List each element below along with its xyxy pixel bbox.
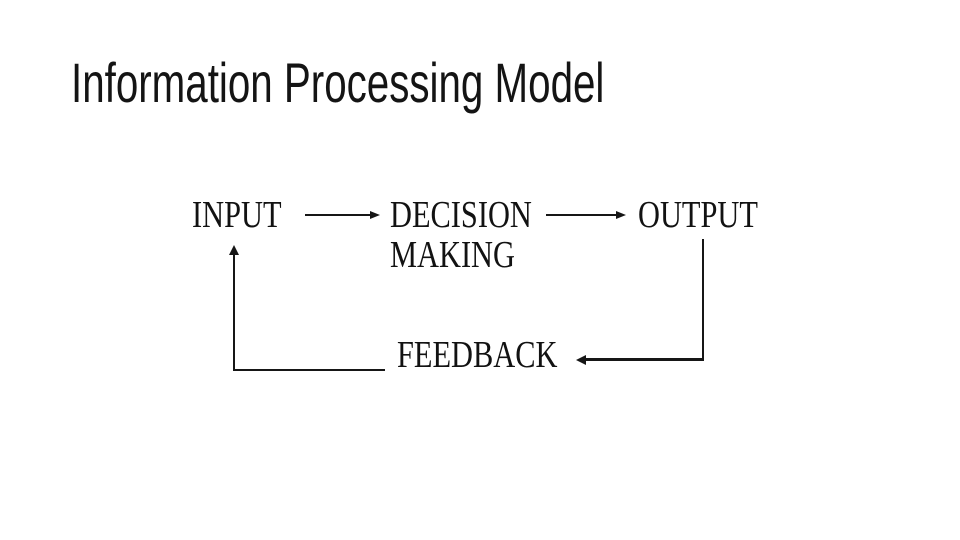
node-label-feedback: FEEDBACK <box>397 334 558 376</box>
node-label-decision: DECISION <box>390 194 532 236</box>
connector-decision-to-output <box>546 214 617 216</box>
arrowhead-left-icon <box>576 355 586 365</box>
connector-input-to-decision <box>305 214 371 216</box>
node-label-output: OUTPUT <box>638 194 758 236</box>
slide-title: Information Processing Model <box>71 51 605 114</box>
connector-feedback-to-input-vertical <box>233 253 235 371</box>
node-label-decision-making: MAKING <box>390 234 515 276</box>
connector-output-down <box>702 239 704 361</box>
node-label-input: INPUT <box>192 194 282 236</box>
connector-feedback-to-input-horizontal <box>233 369 385 371</box>
arrowhead-right-icon <box>370 211 380 219</box>
connector-output-to-feedback <box>584 358 704 361</box>
arrowhead-up-icon <box>229 245 239 255</box>
arrowhead-right-icon <box>616 211 626 219</box>
